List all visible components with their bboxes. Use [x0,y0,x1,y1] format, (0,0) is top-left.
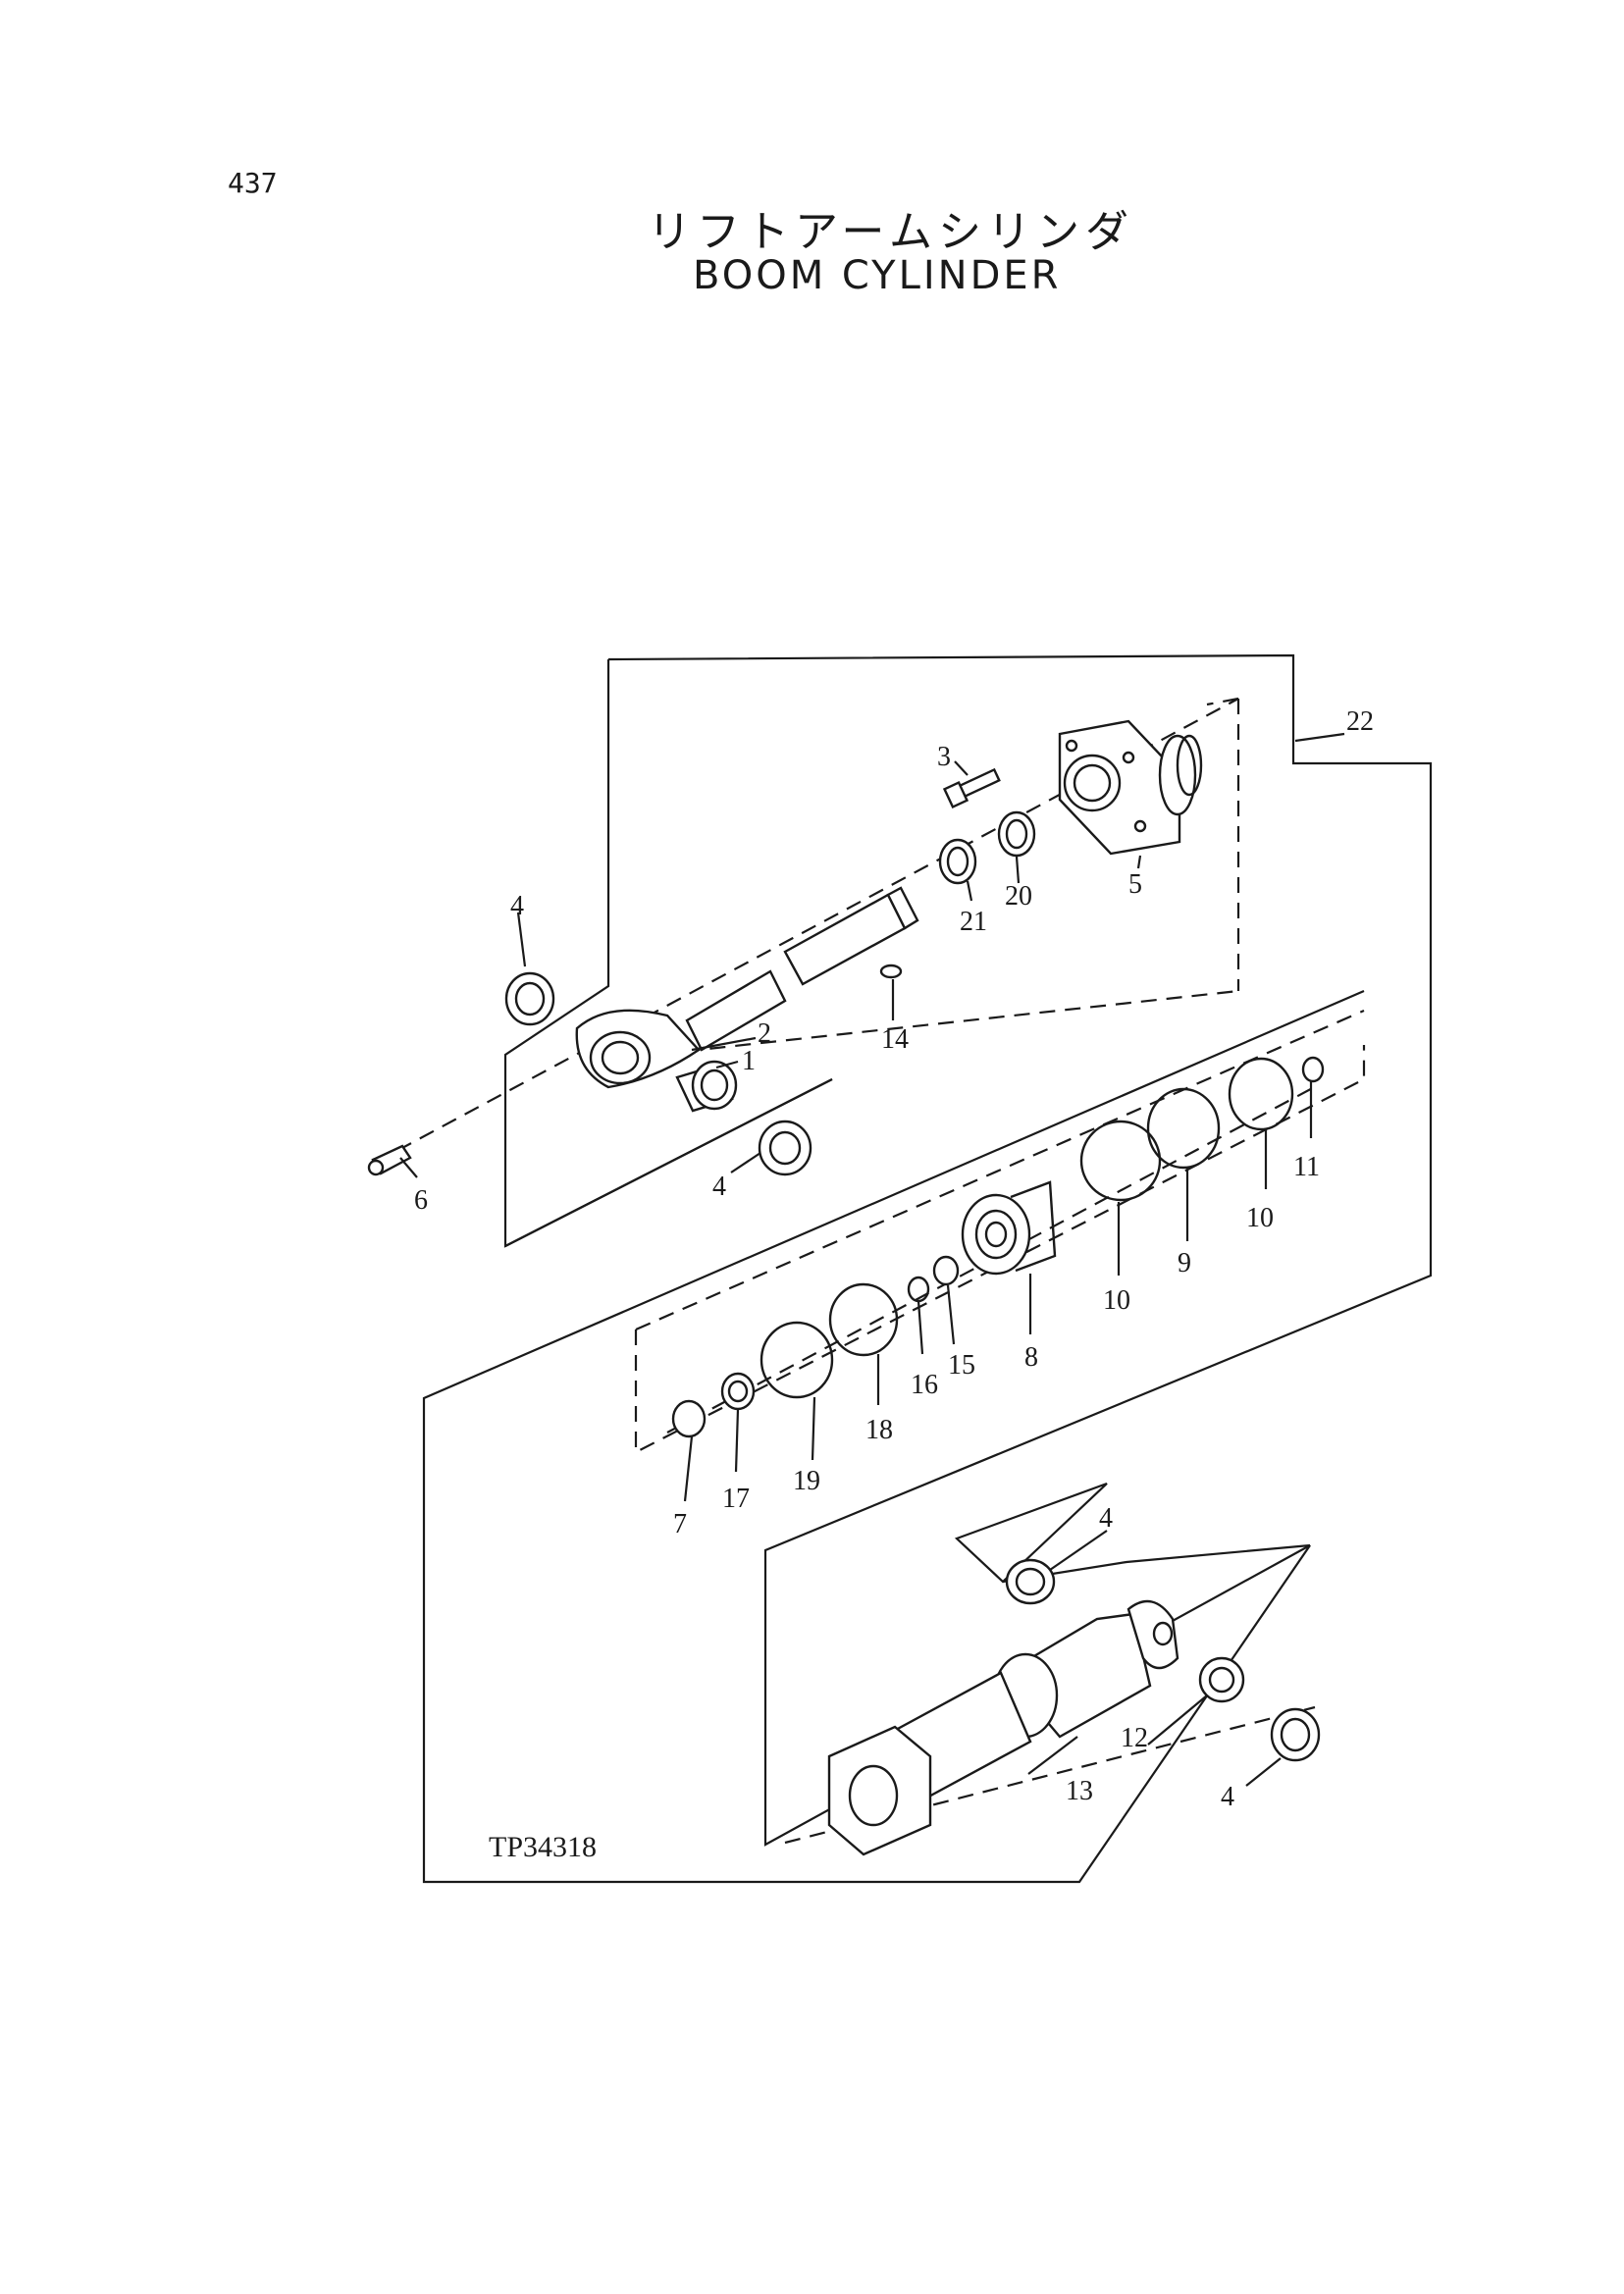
bushing-7 [671,1399,707,1438]
callout-10: 10 [1103,1285,1130,1316]
grease-fitting [367,1144,412,1176]
callout-8: 8 [1024,1342,1038,1373]
dust-seal-upper-left [504,971,555,1026]
callout-4: 4 [510,891,524,921]
callout-1: 1 [742,1046,756,1076]
rod-group-lower-edge [607,989,1239,1062]
dust-seal-tube-top [1005,1558,1056,1605]
callout-22: 22 [1346,706,1374,737]
ring-20 [997,810,1036,858]
title-japanese: リフトアームシリンダ [648,207,1135,257]
bushing-group-outline [954,1482,1108,1584]
rod-bushing [675,1060,738,1113]
callout-12: 12 [1121,1723,1148,1753]
callout-21: 21 [960,907,987,937]
wear-ring-10-lower [1079,1120,1162,1202]
drawing-code: TP34318 [489,1831,597,1863]
seal-kit-outline-left [504,1078,833,1247]
callout-17: 17 [722,1484,750,1514]
ring-21 [938,838,977,885]
dust-seal-rod-side [758,1120,812,1176]
bolt [942,767,1001,809]
callout-2: 2 [758,1018,771,1049]
piston-group-dashed-outline [634,1009,1366,1454]
callout-9: 9 [1178,1248,1191,1278]
rod-group-dashed-outline [1206,697,1240,991]
piston-seal-9 [1146,1087,1221,1170]
leader-lines [399,732,1345,1787]
backup-ring-18 [828,1282,899,1357]
assembly-outline [422,653,1433,1884]
piston [961,1180,1057,1276]
pin-bushing [1198,1656,1245,1703]
callout-4: 4 [1221,1782,1234,1812]
callout-4: 4 [1099,1503,1113,1534]
callout-7: 7 [673,1509,687,1539]
callout-15: 15 [948,1350,975,1381]
callout-6: 6 [414,1185,428,1216]
snap-ring-11 [1301,1056,1325,1083]
key-14 [879,964,903,979]
ring-15 [932,1255,960,1286]
callout-4: 4 [712,1172,726,1202]
callout-14: 14 [881,1024,909,1055]
callout-18: 18 [865,1415,893,1445]
callout-3: 3 [937,742,951,772]
buffer-ring-17 [720,1372,756,1411]
callout-10: 10 [1246,1203,1274,1233]
dust-seal-tube-right [1270,1707,1321,1762]
cylinder-tube [827,1599,1179,1856]
callout-5: 5 [1128,869,1142,900]
callout-16: 16 [911,1370,938,1400]
title-english: BOOM CYLINDER [693,253,1062,298]
callout-20: 20 [1005,881,1032,912]
rod-seal-19 [760,1321,834,1399]
wear-ring-10-upper [1228,1057,1294,1131]
cylinder-head [1058,719,1203,856]
callout-13: 13 [1066,1776,1093,1806]
piston-rod [575,886,919,1089]
callout-11: 11 [1293,1152,1320,1182]
page-number: 437 [228,167,278,199]
callout-19: 19 [793,1466,820,1496]
